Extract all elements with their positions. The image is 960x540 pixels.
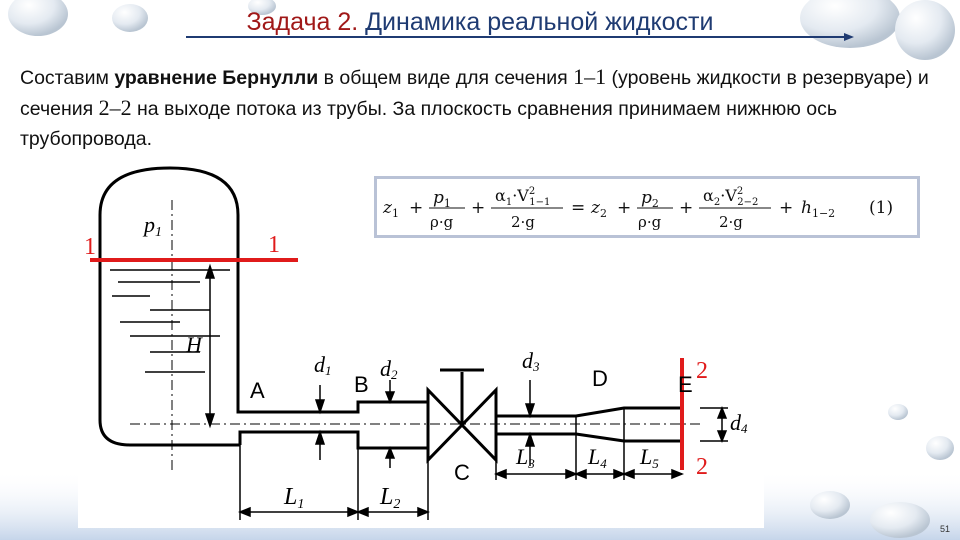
label-d1: d1	[314, 352, 332, 378]
slide-title: Задача 2. Динамика реальной жидкости	[0, 8, 960, 37]
section-2-bottom-label: 2	[696, 454, 708, 480]
svg-text:+: +	[471, 198, 485, 218]
label-p1: p1	[142, 212, 162, 240]
label-L1: L1	[283, 484, 304, 512]
svg-text:h1−2: h1−2	[801, 198, 835, 220]
svg-text:z2: z2	[590, 198, 607, 220]
label-L3: L3	[515, 444, 535, 471]
svg-text:ρ·g: ρ·g	[638, 213, 662, 231]
svg-text:ρ·g: ρ·g	[430, 213, 454, 231]
svg-text:+: +	[679, 198, 693, 218]
title-underline-arrow	[186, 33, 854, 41]
point-D: D	[592, 366, 608, 391]
svg-text:2·g: 2·g	[719, 213, 743, 231]
svg-text:α2·V22−2: α2·V22−2	[703, 186, 758, 208]
svg-text:+: +	[779, 198, 793, 218]
valve	[426, 386, 498, 464]
svg-text:=: =	[571, 198, 585, 218]
tank-outline	[98, 166, 240, 420]
point-A: A	[250, 378, 265, 403]
label-d3: d3	[522, 348, 540, 374]
point-C: C	[454, 460, 470, 485]
section-2-2: 2–2	[98, 95, 132, 120]
svg-text:2·g: 2·g	[511, 213, 535, 231]
svg-text:z1: z1	[382, 198, 399, 220]
label-H: H	[185, 332, 203, 357]
title-main: Динамика реальной жидкости	[365, 8, 714, 36]
point-E: E	[678, 372, 693, 397]
title-prefix: Задача 2.	[246, 8, 359, 36]
section-1-1: 1–1	[573, 64, 607, 89]
label-L5: L5	[639, 444, 659, 471]
svg-text:α1·V21−1: α1·V21−1	[495, 186, 550, 208]
svg-text:+: +	[617, 198, 631, 218]
point-B: B	[354, 372, 369, 397]
svg-text:(1): (1)	[869, 198, 893, 218]
bernoulli-term: уравнение Бернулли	[114, 67, 319, 89]
svg-text:p2: p2	[641, 188, 659, 210]
intro-paragraph: Составим уравнение Бернулли в общем виде…	[20, 64, 929, 150]
section-1-left-label: 1	[84, 234, 96, 260]
label-d2: d2	[380, 356, 398, 382]
label-d4: d4	[730, 410, 748, 436]
label-L2: L2	[379, 484, 400, 512]
svg-text:p1: p1	[433, 188, 451, 210]
svg-text:+: +	[409, 198, 423, 218]
section-2-top-label: 2	[696, 358, 708, 384]
section-1-right-label: 1	[268, 232, 280, 258]
label-L4: L4	[587, 444, 607, 471]
slide-number: 51	[939, 524, 950, 534]
